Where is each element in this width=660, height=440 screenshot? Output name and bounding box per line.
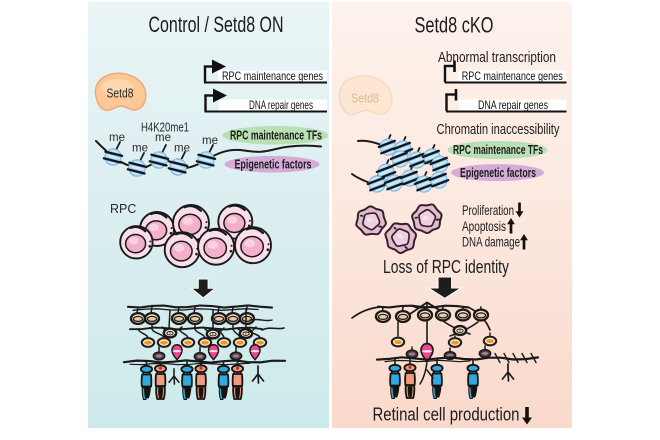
svg-text:me: me: [174, 143, 190, 155]
svg-text:Control / Setd8 ON: Control / Setd8 ON: [149, 12, 284, 37]
svg-text:Epigenetic factors: Epigenetic factors: [460, 166, 536, 180]
svg-text:Chromatin inaccessibility: Chromatin inaccessibility: [437, 121, 560, 138]
svg-text:DNA repair genes: DNA repair genes: [478, 98, 548, 112]
svg-text:me: me: [155, 132, 171, 144]
svg-text:Abnormal transcription: Abnormal transcription: [438, 49, 556, 66]
svg-text:H4K20me1: H4K20me1: [141, 121, 189, 135]
svg-text:Proliferation: Proliferation: [462, 202, 514, 218]
svg-text:Epigenetic factors: Epigenetic factors: [235, 158, 312, 172]
svg-text:Setd8: Setd8: [107, 86, 134, 101]
svg-text:Loss of RPC identity: Loss of RPC identity: [383, 256, 510, 277]
svg-text:Retinal cell production: Retinal cell production: [373, 404, 520, 425]
svg-text:me: me: [202, 135, 218, 147]
svg-text:DNA repair genes: DNA repair genes: [249, 98, 313, 112]
svg-text:RPC maintenance genes: RPC maintenance genes: [462, 69, 563, 83]
svg-text:RPC maintenance TFs: RPC maintenance TFs: [453, 143, 543, 157]
svg-text:Apoptosis: Apoptosis: [462, 218, 506, 234]
svg-text:RPC maintenance genes: RPC maintenance genes: [222, 69, 323, 83]
svg-text:DNA damage: DNA damage: [462, 234, 520, 250]
svg-text:Setd8 cKO: Setd8 cKO: [415, 13, 494, 38]
svg-text:me: me: [132, 143, 148, 155]
svg-text:RPC: RPC: [110, 202, 136, 216]
svg-text:Setd8: Setd8: [351, 91, 379, 106]
svg-text:RPC maintenance TFs: RPC maintenance TFs: [230, 129, 322, 143]
svg-text:me: me: [109, 132, 125, 144]
